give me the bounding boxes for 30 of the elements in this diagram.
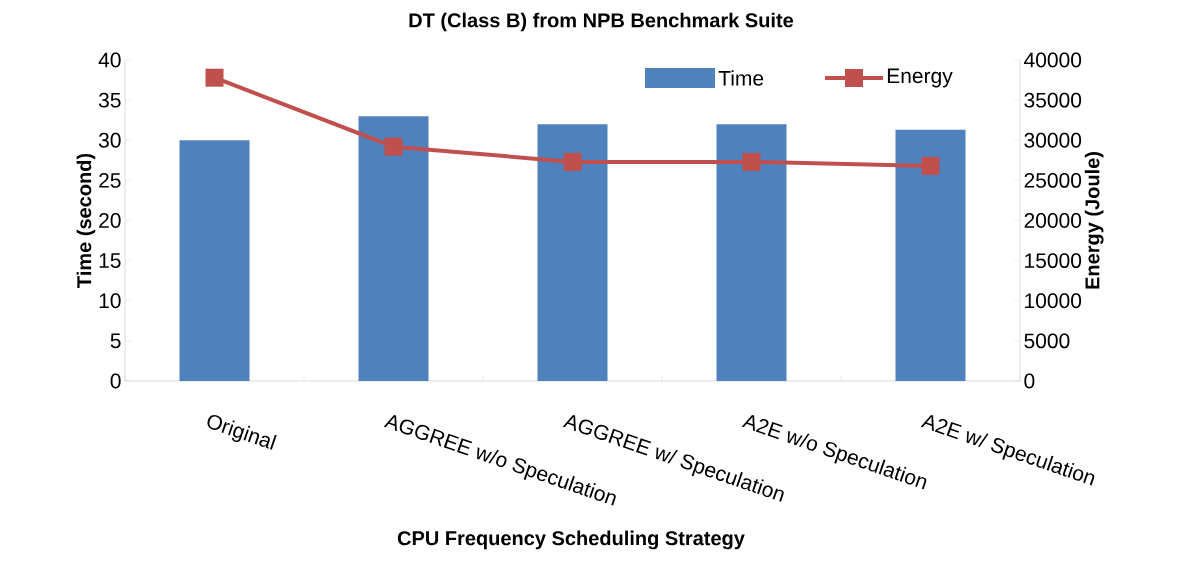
y-tick-label: 20 [99,213,121,228]
y-tick-label: 35 [98,92,121,108]
y2-tick-label: 20000 [1024,213,1082,228]
y2-tick-label: 5000 [1024,333,1070,349]
y2-tick-label: 15000 [1025,253,1082,269]
y-tick-label: 25 [99,172,121,188]
y2-tick-label: 0 [1024,373,1035,389]
y-axis-title: Time (second) [76,153,96,288]
y-tick-label: 0 [110,373,121,389]
y2-tick-label: 30000 [1024,132,1082,148]
y2-tick-label: 10000 [1025,293,1082,309]
point [563,152,582,171]
y2-tick-label: 35000 [1024,92,1082,108]
point [921,156,940,175]
axis-title: CPU Frequency Scheduling Strategy [397,530,745,550]
y-tick-label: 10 [99,293,121,309]
legend-label: Time [718,70,764,86]
point [205,68,224,87]
point [384,137,403,156]
y-tick-label: 15 [99,253,121,268]
category-label: Original [207,414,277,450]
y2-tick-label: 40000 [1024,52,1082,68]
y2-axis-title: Energy (Joule) [1084,152,1104,289]
y2-tick-label: 25000 [1024,172,1082,188]
y-tick-label: 5 [110,333,121,349]
legend-label: Energy [887,68,953,88]
point [742,152,761,171]
chart-title: DT (Class B) from NPB Benchmark Suite [409,12,794,32]
y-tick-label: 40 [98,52,121,68]
y-tick-label: 30 [98,132,121,148]
